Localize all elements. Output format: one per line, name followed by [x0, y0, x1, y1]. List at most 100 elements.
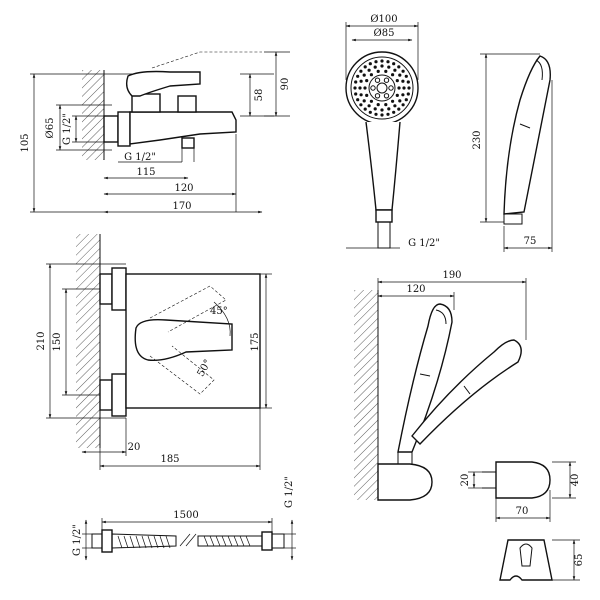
nozzle-dot: [367, 68, 371, 72]
dim-angle-45: 45°: [210, 306, 228, 317]
nozzle-dot: [393, 104, 397, 108]
dim-190: 190: [442, 270, 461, 281]
nozzle-dot: [387, 65, 391, 69]
dim-230: 230: [472, 130, 483, 149]
holder-front: [499, 539, 553, 581]
nozzle-dot: [356, 98, 360, 102]
nozzle-dot: [365, 79, 369, 83]
dim-g-hose-right: G 1/2": [284, 476, 295, 508]
nozzle-dot: [368, 110, 372, 114]
nozzle-dot: [376, 103, 380, 107]
nozzle-dot: [407, 86, 411, 90]
dim-g-left: G 1/2": [62, 113, 73, 145]
nozzle-dot: [353, 86, 357, 90]
nozzle-dot: [397, 107, 401, 111]
nozzle-dot: [367, 104, 371, 108]
nozzle-dot: [356, 74, 360, 78]
nozzle-dot: [406, 80, 410, 84]
center-nozzle: [374, 77, 381, 83]
nozzle-dot: [398, 73, 402, 77]
nozzle-dot: [373, 65, 377, 69]
dim-65: 65: [574, 554, 585, 567]
nozzle-dot: [395, 93, 399, 97]
dim-120: 120: [174, 183, 193, 194]
dim-g-hose-left: G 1/2": [72, 524, 83, 556]
nozzle-dot: [374, 112, 378, 116]
dim-170: 170: [172, 201, 191, 212]
nozzle-dot: [376, 69, 380, 73]
dim-90: 90: [280, 78, 291, 91]
nozzle-dot: [391, 99, 395, 103]
nozzle-dot: [401, 79, 405, 83]
center-nozzle: [374, 93, 381, 99]
dim-115: 115: [136, 167, 155, 178]
nozzle-dot: [397, 65, 401, 69]
holder-assembly-view: 190 120: [354, 270, 527, 501]
nozzle-dot: [368, 62, 372, 66]
nozzle-dot: [374, 60, 378, 64]
center-nozzle: [370, 85, 376, 91]
nozzle-dot: [363, 107, 367, 111]
dim-175: 175: [250, 332, 261, 351]
nozzle-dot: [404, 74, 408, 78]
wall-hatch: [82, 70, 104, 160]
nozzle-dot: [369, 99, 373, 103]
dim-d100: Ø100: [370, 14, 397, 25]
nozzle-dot: [359, 103, 363, 107]
nozzle-dot: [373, 107, 377, 111]
dim-1500: 1500: [173, 510, 198, 521]
center-nozzle: [388, 85, 394, 91]
nozzle-dot: [363, 65, 367, 69]
nozzle-dot: [354, 80, 358, 84]
nozzle-dot: [397, 86, 401, 90]
lever: [125, 70, 201, 97]
dim-150: 150: [52, 332, 63, 351]
shower-head-front-view: Ø100 Ø85 G 1/2": [345, 14, 440, 249]
nozzle-dot: [398, 99, 402, 103]
nozzle-dot: [404, 98, 408, 102]
nozzle-dot: [358, 86, 362, 90]
nozzle-dot: [401, 103, 405, 107]
nozzle-dot: [354, 92, 358, 96]
hose-view: 1500 G 1/2" G 1/2": [72, 476, 296, 561]
nozzle-dot: [362, 99, 366, 103]
nozzle-dot: [380, 59, 384, 63]
dim-d85: Ø85: [374, 28, 395, 39]
lever-front: [134, 318, 233, 362]
nozzle-dot: [401, 69, 405, 73]
nozzle-dot: [359, 69, 363, 73]
nozzle-dot: [401, 93, 405, 97]
faucet-side-view: 105 Ø65 G 1/2" 58 90 G 1/2" 115 120 170: [20, 51, 291, 214]
dim-d65: Ø65: [45, 118, 56, 139]
nozzle-pattern: [353, 59, 411, 117]
nozzle-dot: [384, 69, 388, 73]
nozzle-dot: [384, 103, 388, 107]
nozzle-dot: [380, 108, 384, 112]
center-nozzle: [383, 77, 390, 83]
nozzle-dot: [392, 110, 396, 114]
wall-hatch: [354, 290, 378, 500]
nozzle-dot: [359, 93, 363, 97]
dim-g-shower: G 1/2": [408, 238, 440, 249]
nozzle-dot: [380, 64, 384, 68]
nozzle-dot: [406, 92, 410, 96]
dim-58: 58: [254, 89, 265, 102]
nozzle-dot: [365, 93, 369, 97]
dim-105: 105: [20, 133, 31, 152]
faucet-body: [129, 111, 237, 145]
dim-120-holder: 120: [406, 284, 425, 295]
holder-base: [377, 463, 433, 501]
dim-75: 75: [524, 236, 537, 247]
dim-g-bottom: G 1/2": [124, 152, 156, 163]
shower-handle: [365, 121, 401, 211]
shower-head-side-view: 230 75: [472, 53, 553, 252]
wall-holder-detail: 20 40 70 65: [460, 461, 585, 581]
nozzle-dot: [393, 68, 397, 72]
dim-70: 70: [516, 506, 529, 517]
dim-20-holder: 20: [460, 474, 471, 487]
nozzle-dot: [402, 86, 406, 90]
dim-40: 40: [570, 474, 581, 487]
nozzle-dot: [387, 107, 391, 111]
dim-185: 185: [160, 454, 179, 465]
